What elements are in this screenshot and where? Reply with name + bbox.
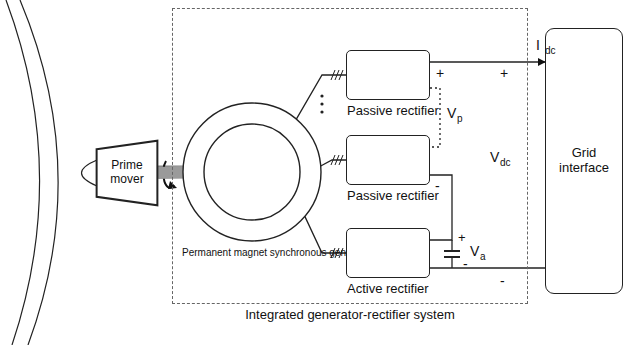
capacitor-lead	[451, 240, 452, 251]
signal-subscript: dc	[545, 46, 556, 56]
capacitor-plate	[444, 250, 460, 252]
signal-name: V	[447, 106, 456, 120]
node-label: Grid interface	[551, 146, 617, 176]
system-boundary: Integrated generator-rectifier systemPer…	[172, 8, 528, 304]
signal-name: +	[436, 66, 444, 80]
dot	[320, 94, 323, 97]
signal-name: -	[463, 257, 468, 271]
generator-outline	[182, 102, 322, 242]
signal-subscript: a	[480, 252, 486, 262]
ellipsis-dots	[320, 94, 323, 113]
shaft-link	[158, 172, 183, 173]
rectifier-box: Passive rectifier	[346, 135, 430, 185]
three-phase-marks	[331, 70, 343, 258]
signal-name: V	[470, 244, 479, 258]
signal-name: +	[500, 66, 508, 80]
capacitor-lead	[451, 257, 452, 268]
node-label: Passive rectifier	[347, 189, 419, 204]
trapezoid	[97, 141, 158, 206]
signal-name: V	[490, 150, 499, 164]
dot	[320, 110, 323, 113]
system-heading: Integrated generator-rectifier system	[173, 308, 527, 323]
signal-name: -	[500, 274, 505, 288]
generator-circle: Permanent magnet synchronous generator	[182, 102, 322, 242]
series-dotted-wire	[430, 88, 440, 147]
blade-edge	[6, 0, 40, 345]
rectifier-box: Active rectifier	[346, 228, 430, 278]
node-label: Permanent magnet synchronous generator	[182, 247, 266, 259]
node-label: Active rectifier	[347, 282, 419, 297]
dot	[320, 102, 323, 105]
signal-name: +	[458, 231, 466, 244]
rotor-ring	[204, 124, 300, 220]
capacitor-symbol	[444, 240, 460, 268]
series-wire	[430, 175, 452, 240]
signal-name: -	[435, 179, 440, 193]
signal-subscript: dc	[500, 158, 511, 168]
phase-wire	[296, 75, 346, 119]
signal-name: I	[536, 38, 540, 52]
signal-subscript: p	[457, 114, 463, 124]
node-label: Passive rectifier	[347, 104, 419, 119]
hub-nose	[82, 160, 98, 186]
prime-mover-block: Prime mover	[96, 140, 158, 206]
phase-wire	[321, 160, 346, 166]
phase-wire	[305, 216, 346, 253]
node-label: Prime mover	[102, 159, 152, 187]
turbine-blade	[6, 0, 58, 345]
rectifier-box: Passive rectifier	[346, 50, 430, 100]
stator-ring	[183, 103, 321, 241]
grid-interface-box: Grid interface	[545, 28, 623, 294]
